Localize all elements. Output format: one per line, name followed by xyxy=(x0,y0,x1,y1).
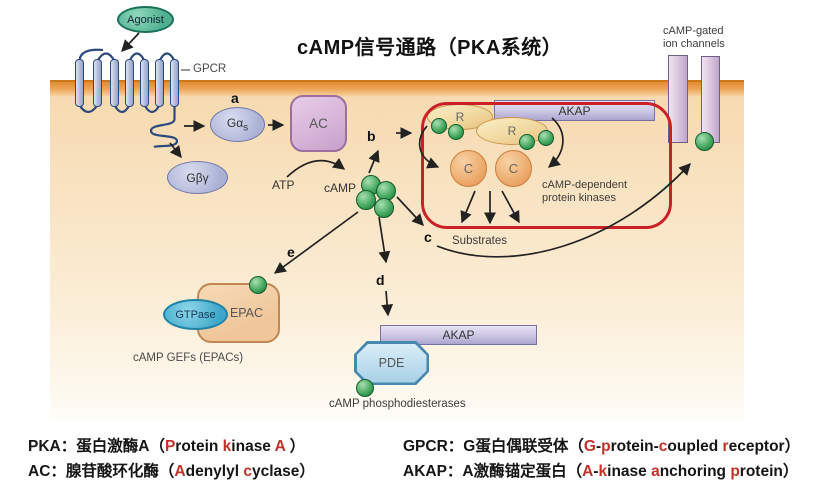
gpcr-helix-6 xyxy=(155,59,164,107)
akap-label: AKAP xyxy=(558,103,591,118)
gpcr-helix-2 xyxy=(93,59,102,107)
akap-scaffold-top: AKAP xyxy=(494,100,655,121)
gpcr-helix-4 xyxy=(125,59,134,107)
substrates-label: Substrates xyxy=(452,235,507,247)
camp-bound-to-r xyxy=(538,130,554,146)
arrow-agonist-to-gpcr xyxy=(121,32,140,52)
r-label: R xyxy=(507,124,517,138)
legend-item-ac: AC：腺苷酸环化酶（Adenylyl cyclase） xyxy=(28,463,315,480)
g-alpha-s-oval: Gαs xyxy=(210,107,265,142)
camp-at-ion-channel xyxy=(695,132,714,151)
camp-bound-to-r xyxy=(431,118,447,134)
camp-bound-to-r xyxy=(448,124,464,140)
ion-channel-caption: cAMP-gated ion channels xyxy=(663,25,725,51)
step-b-label: b xyxy=(367,128,376,144)
diagram-title: cAMP信号通路（PKA系统） xyxy=(297,37,563,59)
pka-highlight-box xyxy=(421,102,672,229)
ac-label: AC xyxy=(309,116,328,131)
ion-channel-subunit-2 xyxy=(701,56,720,143)
gpcr-helix-7 xyxy=(170,59,179,107)
camp-bound-to-pde xyxy=(356,379,374,397)
adenylyl-cyclase-box: AC xyxy=(290,95,347,152)
g-alpha-s-label: Gαs xyxy=(226,115,249,134)
step-e-label: e xyxy=(287,244,295,260)
ion-channel-subunit-1 xyxy=(668,55,688,143)
camp-bound-to-r xyxy=(519,134,535,150)
legend-item-gpcr: GPCR：G蛋白偶联受体（G-protein-coupled receptor） xyxy=(403,438,801,455)
epac-label: EPAC xyxy=(229,306,264,320)
pka-regulatory-subunit-2: R xyxy=(476,117,548,145)
camp-bound-to-epac xyxy=(249,276,267,294)
r-label: R xyxy=(455,110,465,124)
pde-caption: cAMP phosphodiesterases xyxy=(329,398,466,410)
legend-item-akap: AKAP：A激酶锚定蛋白（A-kinase anchoring protein） xyxy=(403,463,799,480)
gpcr-helix-3 xyxy=(110,59,119,107)
pde-label: PDE xyxy=(356,343,427,383)
gpcr-helix-5 xyxy=(140,59,149,107)
pka-caption: cAMP-dependent protein kinases xyxy=(542,179,627,205)
akap-label: AKAP xyxy=(442,328,475,342)
agonist-label: Agonist xyxy=(127,13,164,26)
camp-molecule xyxy=(356,190,376,210)
gtpase-oval: GTPase xyxy=(163,299,228,330)
gpcr-helix-1 xyxy=(75,59,84,107)
akap-scaffold-bottom: AKAP xyxy=(380,325,537,345)
g-beta-gamma-oval: Gβγ xyxy=(167,161,228,194)
pde-octagon: PDE xyxy=(354,341,429,385)
g-beta-gamma-label: Gβγ xyxy=(186,170,209,185)
camp-label: cAMP xyxy=(324,181,357,195)
atp-label: ATP xyxy=(272,178,295,192)
step-d-label: d xyxy=(376,272,385,288)
gpcr-label: GPCR xyxy=(193,63,227,75)
gefs-caption: cAMP GEFs (EPACs) xyxy=(133,352,244,364)
camp-molecule xyxy=(374,198,394,218)
plasma-membrane xyxy=(50,80,744,97)
gtpase-label: GTPase xyxy=(175,308,216,321)
legend-item-pka: PKA：蛋白激酶A（Protein kinase A ） xyxy=(28,438,306,455)
agonist-oval: Agonist xyxy=(117,6,174,33)
step-c-label: c xyxy=(424,229,432,245)
step-a-label: a xyxy=(231,90,239,106)
